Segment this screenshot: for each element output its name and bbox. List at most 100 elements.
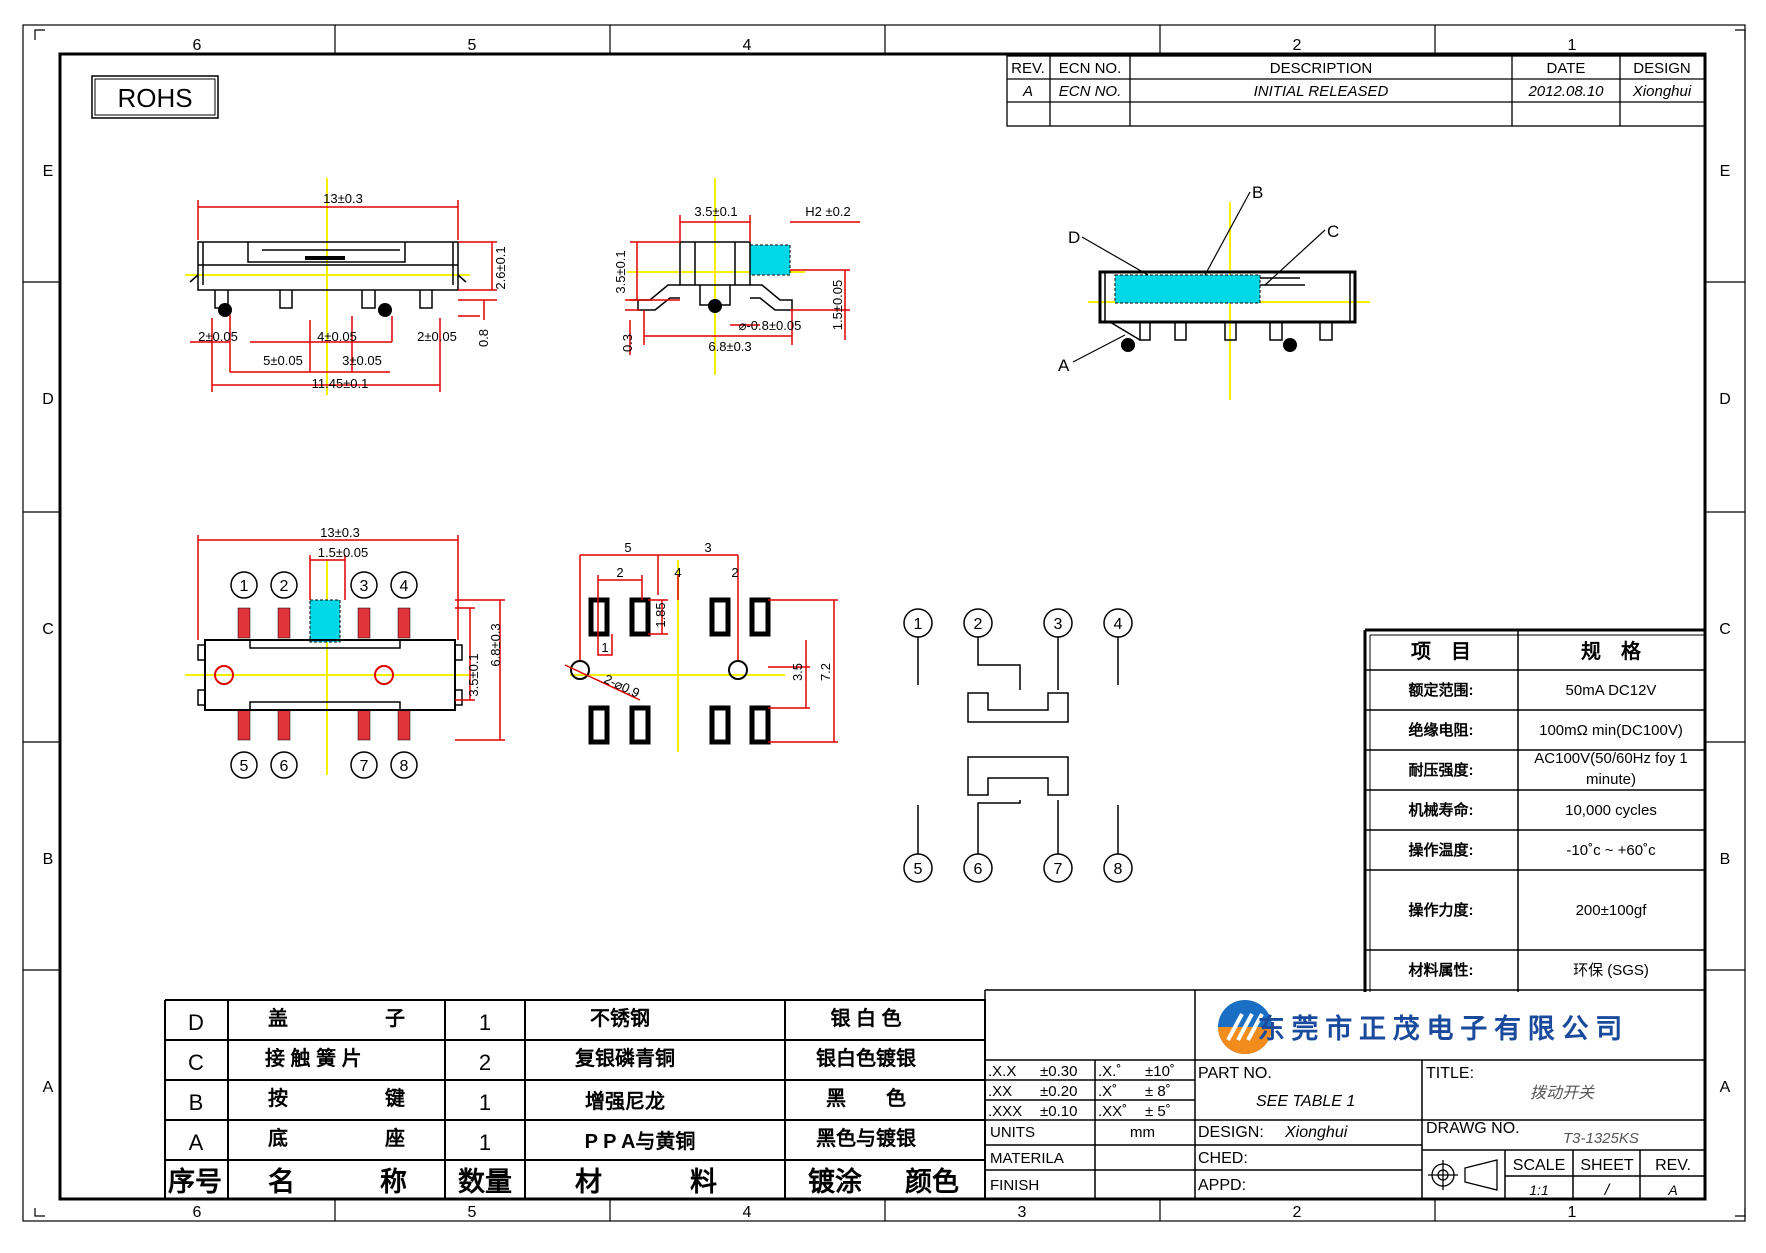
spec-label-rated: 额定范围:	[1409, 681, 1474, 699]
tol-units-value: mm	[1130, 1124, 1155, 1141]
drawg-no-value: T3-1325KS	[1563, 1130, 1639, 1147]
tol-r2c: .X˚	[1098, 1083, 1117, 1100]
dim-fp-2b: 2	[731, 565, 738, 580]
dim-front-pin-2: 2±0.05	[198, 329, 238, 344]
rev-value: A	[1022, 83, 1033, 100]
dim-side-width: 3.5±0.1	[694, 204, 737, 219]
drawing-frame	[22, 24, 1746, 1222]
bom-qty-c: 2	[479, 1050, 491, 1075]
assembly-body	[1098, 270, 1357, 340]
bom-fin-c: 银白色镀银	[816, 1046, 917, 1070]
side-view-peg	[708, 299, 722, 313]
dim-side-overall: 6.8±0.3	[708, 339, 751, 354]
zone-top-2: 2	[1293, 37, 1302, 54]
assembly-peg-left	[1121, 338, 1135, 352]
bom-fin-a: 黑色与镀银	[816, 1126, 917, 1150]
zone-right-D: D	[1719, 391, 1731, 408]
plan-pin-7: 7	[360, 758, 369, 775]
spec-label-material: 材料属性:	[1409, 961, 1474, 979]
dim-front-width: 13±0.3	[323, 191, 363, 206]
spec-value-rated: 50mA DC12V	[1566, 682, 1657, 699]
dim-front-pin-4: 4±0.05	[317, 329, 357, 344]
dim-plan-width: 13±0.3	[320, 525, 360, 540]
assembly-peg-right	[1283, 338, 1297, 352]
appd-label: APPD:	[1198, 1177, 1246, 1194]
front-view-peg-left	[218, 303, 232, 317]
bom-idx-c: C	[188, 1050, 204, 1075]
dim-plan-overall: 6.8±0.3	[488, 623, 503, 666]
dim-side-peg-dia: ⌀-0.8±0.05	[739, 318, 802, 333]
bom-idx-d: D	[188, 1010, 204, 1035]
dim-fp-pitch-3: 3	[704, 540, 711, 555]
callout-A: A	[1058, 356, 1070, 375]
assembly-leader-lines	[1072, 191, 1326, 363]
schem-pin-8: 8	[1114, 861, 1123, 878]
bom-mat-b: 增强尼龙	[585, 1089, 665, 1113]
spec-header-spec: 规 格	[1581, 639, 1642, 663]
tol-materila-label: MATERILA	[990, 1150, 1064, 1167]
revision-table: REV. ECN NO. DESCRIPTION DATE DESIGN A E…	[1006, 55, 1706, 127]
tol-r2b: ±0.20	[1040, 1083, 1077, 1100]
dim-plan-body: 3.5±0.1	[466, 653, 481, 696]
footprint-hole-left	[570, 660, 590, 680]
bom-header-fin1: 镀涂	[808, 1166, 862, 1197]
bom-qty-b: 1	[479, 1090, 491, 1115]
bom-name1-a: 底	[268, 1126, 288, 1150]
dim-side-stroke: 1.5±0.05	[830, 280, 845, 331]
bom-name2-a: 座	[385, 1126, 405, 1150]
front-view-centerlines	[185, 178, 470, 395]
spec-value-withstand: AC100V(50/60Hz foy 1	[1534, 750, 1687, 767]
plan-pin-5: 5	[240, 758, 249, 775]
tol-units-label: UNITS	[990, 1124, 1035, 1141]
zone-left-D: D	[42, 391, 54, 408]
zone-bottom-5: 5	[468, 1204, 477, 1221]
circuit-schematic: 1 2 3 4 5 6 7 8	[903, 608, 1133, 883]
schem-pin-3: 3	[1054, 616, 1063, 633]
bom-mat-a: P P A与黄铜	[585, 1129, 696, 1153]
zone-bottom-4: 4	[743, 1204, 752, 1221]
tol-r1a: .X.X	[988, 1063, 1016, 1080]
bom-qty-a: 1	[479, 1130, 491, 1155]
dim-fp-7-2: 7.2	[818, 663, 833, 681]
assembly-view: D B C A	[1058, 183, 1370, 400]
plan-view-hole-right	[374, 665, 394, 685]
bom-idx-a: A	[189, 1130, 204, 1155]
zone-bottom-3: 3	[1018, 1204, 1027, 1221]
tol-r1d: ±10˚	[1145, 1063, 1175, 1080]
bom-header-fin2: 颜色	[905, 1166, 959, 1197]
ecn-header: ECN NO.	[1059, 60, 1122, 77]
dim-front-pitch-5: 5±0.05	[263, 353, 303, 368]
ched-label: CHED:	[1198, 1150, 1248, 1167]
rev-value-block: A	[1667, 1182, 1677, 1198]
zone-bottom-1: 1	[1568, 1204, 1577, 1221]
spec-value-withstand-2: minute)	[1586, 771, 1636, 788]
projection-symbol-icon	[1428, 1159, 1498, 1191]
front-view-dimensions	[190, 200, 497, 392]
zone-right-A: A	[1720, 1079, 1731, 1096]
side-view: 3.5±0.1 H2 ±0.2 3.5±0.1 0.3 ⌀-0.8±0.05 6…	[613, 178, 860, 375]
pcb-footprint: 5 3 2 4 2 1.85 1 2-⌀0.9 3.5 7.2	[564, 540, 838, 752]
design-header: DESIGN	[1633, 60, 1691, 77]
footprint-centerlines	[570, 560, 785, 752]
bom-table: D C B A 1 2 1 1 盖 子 接 触 簧 片 按 键 底 座 不锈钢 …	[164, 999, 986, 1199]
spec-value-temp: -10˚c ~ +60˚c	[1566, 842, 1656, 859]
tol-r3b: ±0.10	[1040, 1103, 1077, 1120]
plan-pin-2: 2	[280, 578, 289, 595]
tol-r1c: .X.˚	[1098, 1063, 1121, 1080]
bom-idx-b: B	[189, 1090, 204, 1115]
dim-front-lead: 0.8	[476, 329, 491, 347]
description-value: INITIAL RELEASED	[1254, 83, 1389, 100]
bom-header-name2: 称	[380, 1167, 407, 1197]
spec-value-life: 10,000 cycles	[1565, 802, 1657, 819]
dim-front-height: 2.6±0.1	[493, 246, 508, 289]
zone-top-1: 1	[1568, 37, 1577, 54]
sheet-label: SHEET	[1580, 1157, 1634, 1174]
zone-left-E: E	[43, 163, 54, 180]
company-logo	[1218, 1000, 1272, 1054]
title-block: 东 莞 市 正 茂 电 子 有 限 公 司 PART NO. SEE TABLE…	[1195, 989, 1705, 1199]
zone-right-C: C	[1719, 621, 1731, 638]
spec-label-force: 操作力度:	[1409, 901, 1474, 919]
dim-fp-3-5: 3.5	[790, 663, 805, 681]
drawg-no-label: DRAWG NO.	[1426, 1120, 1520, 1137]
